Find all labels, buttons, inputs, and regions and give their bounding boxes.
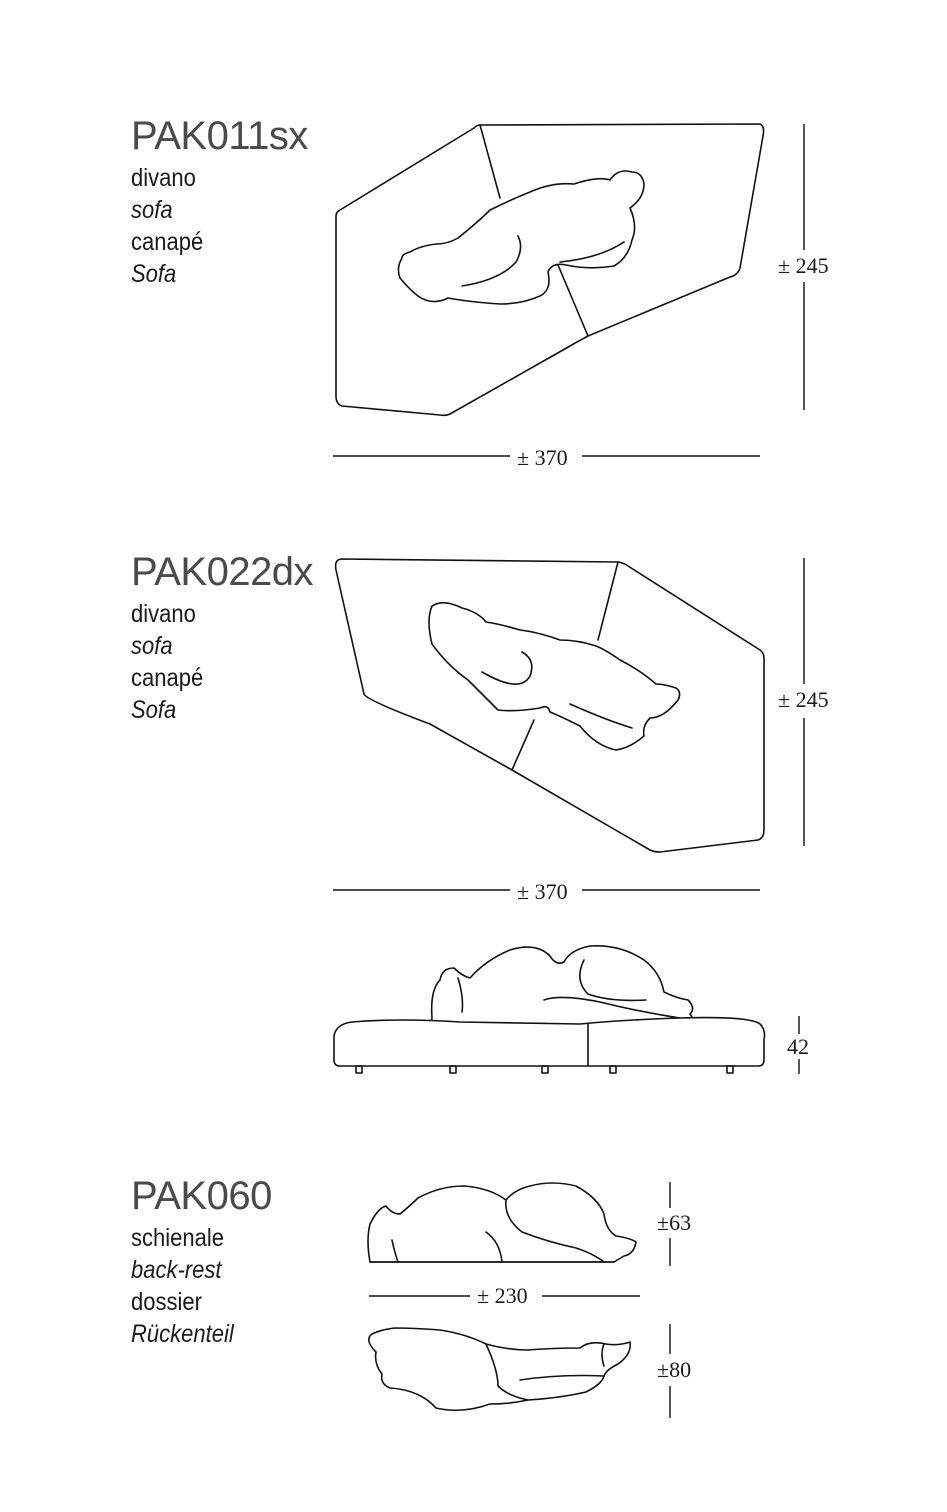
seam-line <box>597 561 619 641</box>
cushion-fold <box>461 235 522 287</box>
seat-base <box>333 1016 766 1067</box>
product-code: PAK011sx <box>131 114 308 158</box>
product-label-pak060: PAK060 schienale back-rest dossier Rücke… <box>131 1176 272 1350</box>
dim-depth-pak022dx: ± 245 <box>778 687 829 712</box>
dim-height-pak060: ±63 <box>657 1210 692 1235</box>
seam-line <box>479 124 501 199</box>
name-de: Sofa <box>131 260 177 288</box>
pak011sx-top-view <box>333 123 805 457</box>
cushion-fold <box>543 996 681 1019</box>
dim-depth-pak060: ±80 <box>657 1357 692 1382</box>
name-it: divano <box>131 164 196 192</box>
pak022dx-side-view <box>333 944 800 1074</box>
dim-width-pak011sx: ± 370 <box>517 445 568 470</box>
foot <box>609 1065 617 1074</box>
product-code: PAK060 <box>131 1174 272 1218</box>
backrest-cushion-side <box>430 944 694 1029</box>
cushion-fold <box>569 703 633 729</box>
cushion-fold <box>481 651 533 685</box>
cushion-fold <box>391 1239 399 1263</box>
name-fr: canapé <box>131 228 204 256</box>
name-it: divano <box>131 600 196 628</box>
product-code: PAK022dx <box>131 550 314 594</box>
seam-line <box>557 264 589 337</box>
backrest-cushion <box>397 170 645 305</box>
foot <box>355 1065 363 1074</box>
cushion-fold <box>579 959 647 1002</box>
dim-width-pak060: ± 230 <box>477 1283 528 1308</box>
backrest-top <box>368 1327 632 1412</box>
sofa-outline <box>334 558 765 853</box>
name-de: Sofa <box>131 696 177 724</box>
name-fr: canapé <box>131 664 204 692</box>
cushion-fold <box>601 1343 605 1367</box>
sofa-outline <box>335 123 765 417</box>
cushion-fold <box>519 1374 605 1381</box>
dim-width-pak022dx: ± 370 <box>517 879 568 904</box>
product-label-pak011sx: PAK011sx divano sofa canapé Sofa <box>131 116 308 290</box>
pak022dx-top-view <box>333 558 805 891</box>
name-en: back-rest <box>131 1256 222 1284</box>
seam-line <box>511 719 535 771</box>
cushion-fold <box>505 1199 605 1263</box>
foot <box>726 1065 734 1074</box>
name-en: sofa <box>131 632 173 660</box>
name-en: sofa <box>131 196 173 224</box>
pak060-top-view <box>368 1324 671 1418</box>
dim-height-pak022dx: 42 <box>787 1034 809 1059</box>
cushion-fold <box>457 977 464 1013</box>
dim-depth-pak011sx: ± 245 <box>778 253 829 278</box>
pak060-front-view <box>367 1182 671 1297</box>
name-de: Rückenteil <box>131 1320 234 1348</box>
cushion-fold <box>485 1231 503 1263</box>
foot <box>449 1065 457 1074</box>
cushion-fold <box>559 241 625 263</box>
backrest-cushion <box>428 601 681 751</box>
cushion-fold <box>485 1343 529 1401</box>
backrest-front <box>367 1182 637 1263</box>
name-fr: dossier <box>131 1288 202 1316</box>
name-it: schienale <box>131 1224 224 1252</box>
product-label-pak022dx: PAK022dx divano sofa canapé Sofa <box>131 550 314 726</box>
foot <box>541 1065 549 1074</box>
